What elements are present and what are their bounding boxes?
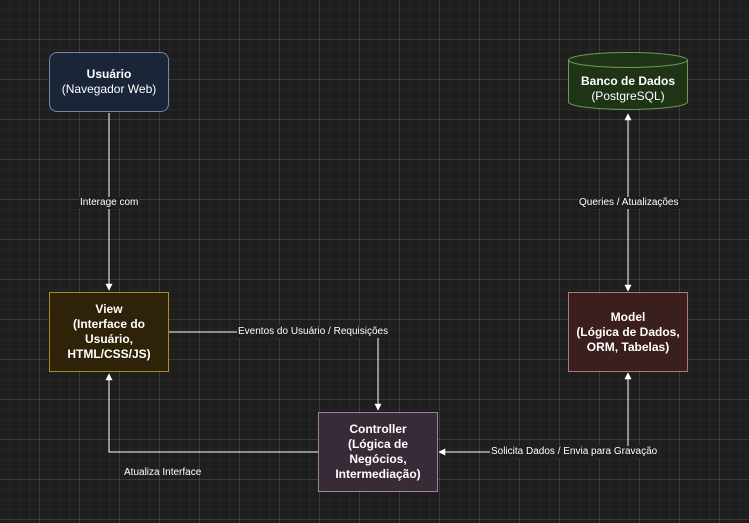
edge-label-model-controller: Solicita Dados / Envia para Gravação xyxy=(490,446,659,458)
node-model-line2: ORM, Tabelas) xyxy=(586,339,670,354)
node-user-subtitle: (Navegador Web) xyxy=(61,82,157,96)
node-model-line1: (Lógica de Dados, xyxy=(576,324,680,339)
node-database-subtitle: (PostgreSQL) xyxy=(591,89,665,103)
node-controller-title: Controller xyxy=(349,422,407,436)
edge-view-to-controller[interactable] xyxy=(169,331,382,411)
database-cylinder-icon xyxy=(568,52,688,110)
node-database[interactable]: Banco de Dados (PostgreSQL) xyxy=(568,52,688,112)
node-controller-line2: Intermediação) xyxy=(335,467,421,481)
edge-label-user-to-view: Interage com xyxy=(79,197,140,209)
node-view-line2: HTML/CSS/JS) xyxy=(67,347,151,361)
edge-label-controller-to-view: Atualiza Interface xyxy=(124,467,202,478)
edge-controller-to-view[interactable] xyxy=(105,373,318,453)
node-view[interactable]: View (Interface do Usuário, HTML/CSS/JS) xyxy=(49,292,169,372)
node-database-title: Banco de Dados xyxy=(580,74,676,88)
edge-label-model-db: Queries / Atualizações xyxy=(578,197,680,209)
node-user-title: Usuário xyxy=(86,67,132,81)
node-user[interactable]: Usuário (Navegador Web) xyxy=(49,52,169,112)
node-view-line1: (Interface do Usuário, xyxy=(72,317,145,346)
node-model-title: Model xyxy=(610,309,646,324)
node-controller[interactable]: Controller (Lógica de Negócios, Intermed… xyxy=(318,412,438,492)
node-controller-line1: (Lógica de Negócios, xyxy=(347,437,408,466)
edge-label-view-to-controller: Eventos do Usuário / Requisições xyxy=(237,326,390,338)
node-model[interactable]: Model (Lógica de Dados, ORM, Tabelas) xyxy=(568,292,688,372)
node-view-title: View xyxy=(95,302,123,316)
edge-model-controller[interactable] xyxy=(438,372,632,456)
